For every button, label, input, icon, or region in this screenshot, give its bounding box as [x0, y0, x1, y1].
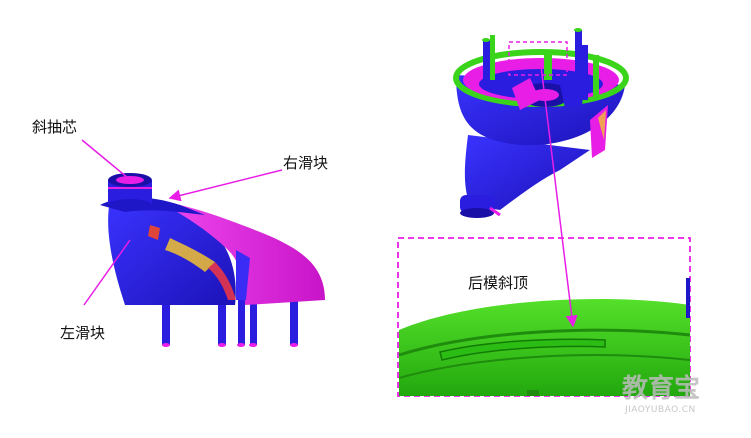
- label-right-slider: 右滑块: [283, 154, 328, 172]
- oblique-core-part: [108, 173, 152, 211]
- callout-right-slider: [168, 169, 283, 202]
- label-rear-lifter: 后模斜顶: [468, 274, 528, 292]
- callout-oblique-core: [81, 139, 129, 179]
- left-body-blue: [108, 200, 236, 305]
- ejector-pins: [162, 300, 298, 347]
- left-part: [100, 173, 325, 347]
- lifter-posts: [482, 28, 599, 100]
- watermark-url: JIAOYUBAO.CN: [624, 405, 696, 415]
- label-oblique-core: 斜抽芯: [32, 118, 77, 136]
- callout-left-slider: [83, 239, 131, 306]
- watermark-brand: 教育宝: [622, 373, 700, 404]
- detail-marker-box: [508, 41, 568, 76]
- label-left-slider: 左滑块: [60, 324, 105, 342]
- detail-view: [397, 237, 691, 397]
- callout-rear-lifter: [539, 57, 578, 328]
- right-part: [453, 28, 629, 218]
- watermark: 教育宝 JIAOYUBAO.CN: [622, 373, 700, 415]
